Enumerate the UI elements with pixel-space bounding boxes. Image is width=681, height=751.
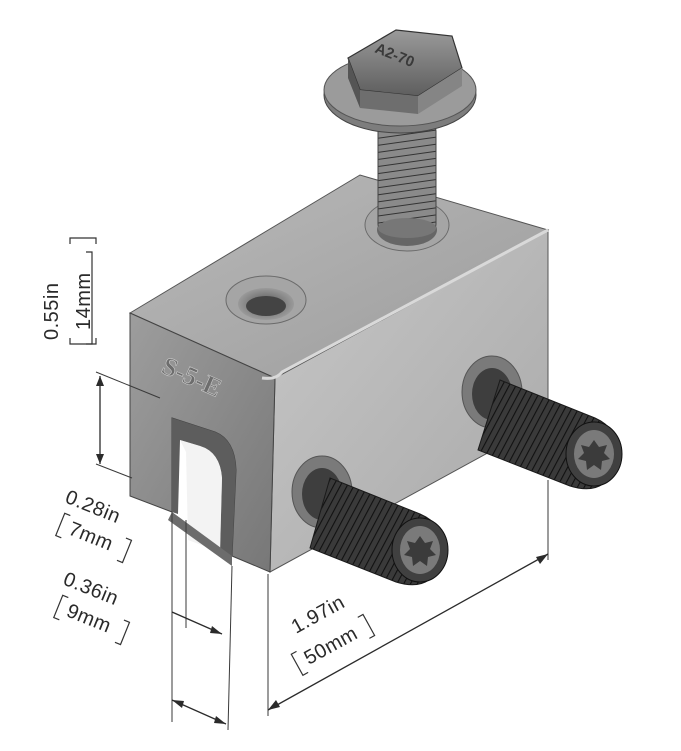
slot-inner-wall bbox=[180, 440, 222, 552]
set-screw-rear bbox=[461, 355, 623, 490]
height-metric: 14mm bbox=[73, 272, 95, 330]
bolt-shank bbox=[377, 124, 437, 231]
height-imperial: 0.55in bbox=[41, 283, 63, 341]
dimension-height: 0.55in 14mm bbox=[41, 237, 161, 479]
torx-front-icon bbox=[404, 536, 436, 566]
dimension-slot-depth: 0.36in 9mm bbox=[52, 565, 233, 731]
body-edge-highlight bbox=[261, 228, 549, 380]
slot-opening bbox=[172, 418, 236, 556]
top-hole-front bbox=[225, 275, 307, 325]
body-bottom-lip bbox=[168, 512, 232, 566]
torx-rear-icon bbox=[578, 440, 610, 470]
set-screw-front bbox=[291, 455, 449, 586]
hex-bolt: A2-70 bbox=[323, 29, 477, 238]
